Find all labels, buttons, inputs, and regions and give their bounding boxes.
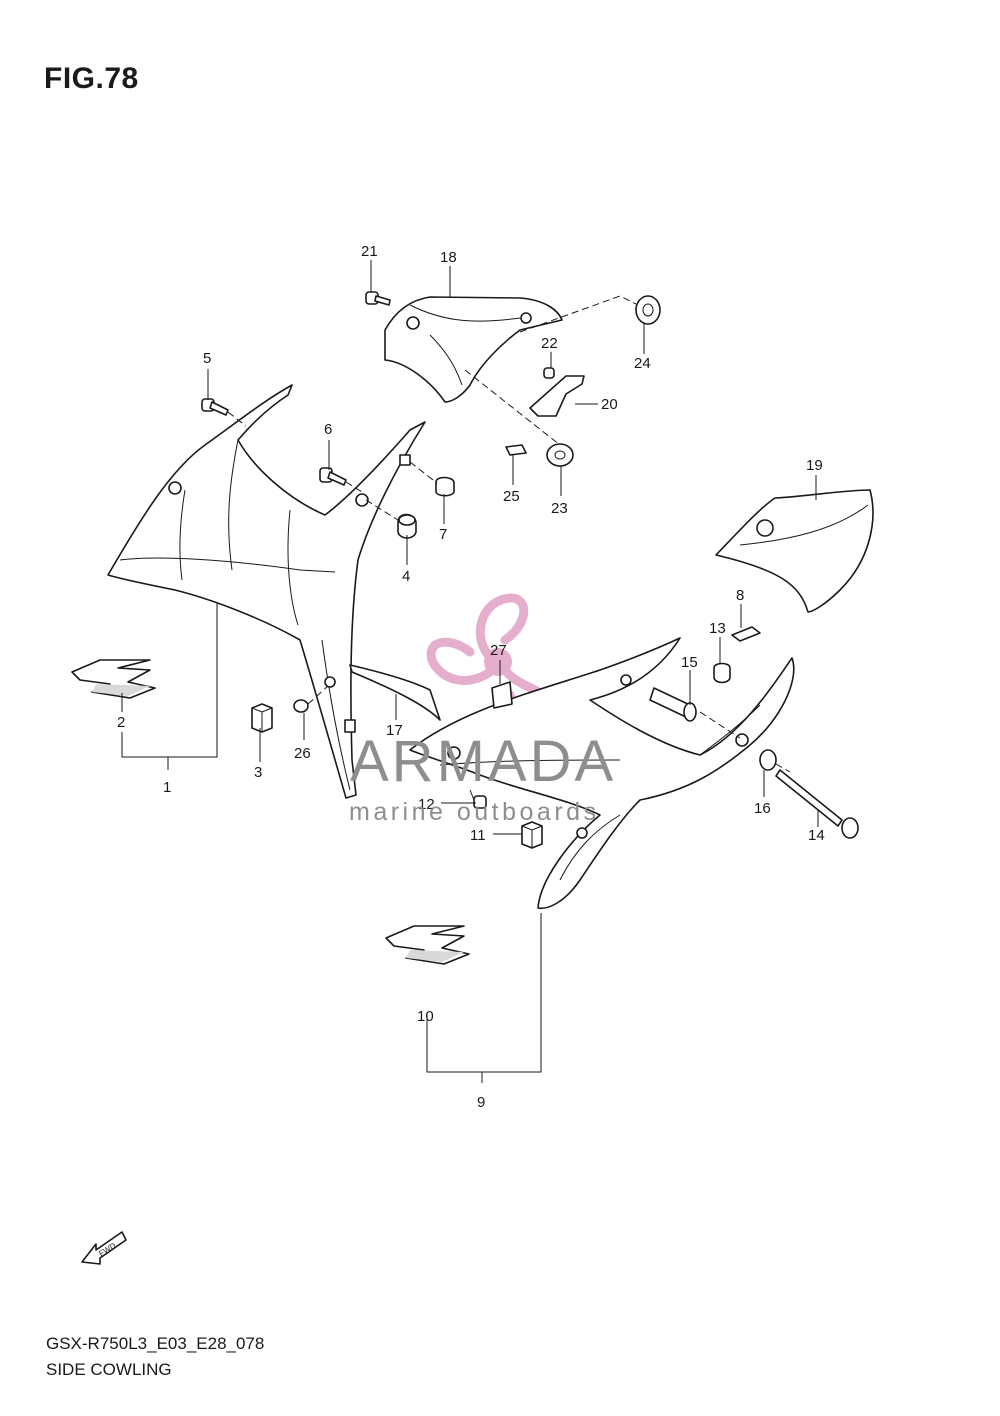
figure-title: FIG.78: [44, 62, 139, 95]
callout-2: 2: [117, 714, 125, 731]
part-13-grommet[interactable]: [713, 662, 731, 684]
callout-17: 17: [386, 722, 403, 739]
callout-8: 8: [736, 587, 744, 604]
callout-10: 10: [417, 1008, 434, 1025]
callout-14: 14: [808, 827, 825, 844]
callout-11: 11: [470, 827, 486, 844]
part-23-grommet[interactable]: [546, 443, 574, 467]
callout-12: 12: [418, 796, 435, 813]
callout-26: 26: [294, 745, 311, 762]
part-22-screw[interactable]: [543, 367, 555, 379]
part-18-inner-panel[interactable]: [384, 296, 563, 403]
callout-25: 25: [503, 488, 520, 505]
callout-18: 18: [440, 249, 457, 266]
callout-3: 3: [254, 764, 262, 781]
watermark-name: ARMADA: [350, 729, 617, 794]
part-17-trim-strip[interactable]: [349, 664, 441, 721]
part-15-collar[interactable]: [649, 687, 697, 722]
callout-5: 5: [203, 350, 211, 367]
callout-4: 4: [402, 568, 410, 585]
callout-7: 7: [439, 526, 447, 543]
diagram-name: SIDE COWLING: [46, 1360, 172, 1379]
callout-24: 24: [634, 355, 651, 372]
fwd-arrow-icon: FWD: [81, 1231, 127, 1265]
part-12-screw[interactable]: [469, 789, 487, 809]
part-4-grommet[interactable]: [397, 513, 417, 539]
part-27-pad[interactable]: [491, 681, 513, 709]
callout-23: 23: [551, 500, 568, 517]
diagram-code: GSX-R750L3_E03_E28_078: [46, 1334, 265, 1353]
callout-labels: 1 2 3 4 5 6 7 8 9 10 11 12 13 14 15 16 1…: [117, 243, 825, 1111]
part-21-screw[interactable]: [365, 291, 391, 306]
part-25-pad[interactable]: [505, 444, 527, 456]
part-20-bracket[interactable]: [529, 375, 585, 417]
part-24-grommet[interactable]: [635, 295, 661, 325]
callout-19: 19: [806, 457, 823, 474]
callout-9: 9: [477, 1094, 485, 1111]
callout-27: 27: [490, 642, 507, 659]
assembly-lines: [227, 295, 791, 773]
part-6-screw[interactable]: [319, 467, 347, 486]
part-8-pad[interactable]: [731, 626, 761, 642]
callout-21: 21: [361, 243, 378, 260]
callout-6: 6: [324, 421, 332, 438]
callout-1: 1: [163, 779, 171, 796]
part-2-emblem[interactable]: [71, 659, 156, 699]
callout-13: 13: [709, 620, 726, 637]
part-26-nut[interactable]: [293, 699, 309, 713]
callout-16: 16: [754, 800, 771, 817]
watermark-subtitle: marine outboards: [349, 798, 600, 826]
callout-20: 20: [601, 396, 618, 413]
part-3-cushion[interactable]: [251, 703, 273, 733]
leader-lines: [121, 260, 819, 1083]
part-7-nut[interactable]: [435, 476, 455, 497]
part-16-washer[interactable]: [759, 749, 777, 771]
part-5-screw[interactable]: [201, 398, 229, 416]
callout-15: 15: [681, 654, 698, 671]
callout-22: 22: [541, 335, 558, 352]
part-1-upper-side-cowling[interactable]: [107, 384, 426, 799]
part-11-cushion[interactable]: [521, 821, 543, 849]
part-10-emblem[interactable]: [385, 925, 470, 965]
part-19-side-panel[interactable]: [715, 489, 874, 613]
part-14-bolt[interactable]: [775, 769, 859, 839]
